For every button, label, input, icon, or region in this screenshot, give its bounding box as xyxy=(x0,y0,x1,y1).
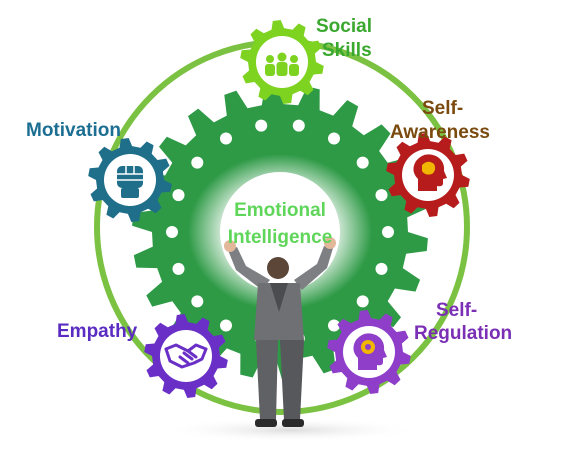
gear-hole xyxy=(292,119,305,132)
fist-icon xyxy=(117,166,143,198)
gear-hole xyxy=(191,295,204,308)
gear-hole xyxy=(356,156,369,169)
social-skills-label-line1: Social xyxy=(316,16,372,37)
gear-hole xyxy=(166,226,178,238)
self-regulation-label-line1: Self- xyxy=(436,300,478,321)
gear-hole xyxy=(328,132,340,145)
social-skills-label-line2: Skills xyxy=(322,40,372,61)
gear-hole xyxy=(220,132,232,145)
center-glow xyxy=(188,154,372,310)
handshake-icon xyxy=(164,343,208,369)
center-title-line1: Emotional xyxy=(234,200,326,221)
gear-hole xyxy=(328,319,340,332)
self-awareness-label-line2: Awareness xyxy=(390,122,490,143)
gear-hole xyxy=(382,226,394,238)
businessman-figure xyxy=(224,237,336,427)
self-regulation-label-line2: Regulation xyxy=(414,323,513,344)
self-awareness-label-line1: Self- xyxy=(422,98,464,119)
gear-hole xyxy=(375,262,388,275)
people-icon xyxy=(265,52,299,76)
gear-hole xyxy=(172,262,185,275)
gear-hole xyxy=(191,156,204,169)
motivation-label: Motivation xyxy=(26,120,121,141)
gear-hole xyxy=(172,189,185,202)
empathy-label: Empathy xyxy=(57,321,138,342)
center-title-line2: Intelligence xyxy=(227,227,333,248)
head-gear-icon xyxy=(353,333,387,370)
gear-hole xyxy=(375,189,388,202)
gear-hole xyxy=(220,319,232,332)
gear-hole xyxy=(255,119,268,132)
floor-shadow xyxy=(160,418,420,442)
head-icon xyxy=(413,154,447,191)
gear-hole xyxy=(356,295,369,308)
